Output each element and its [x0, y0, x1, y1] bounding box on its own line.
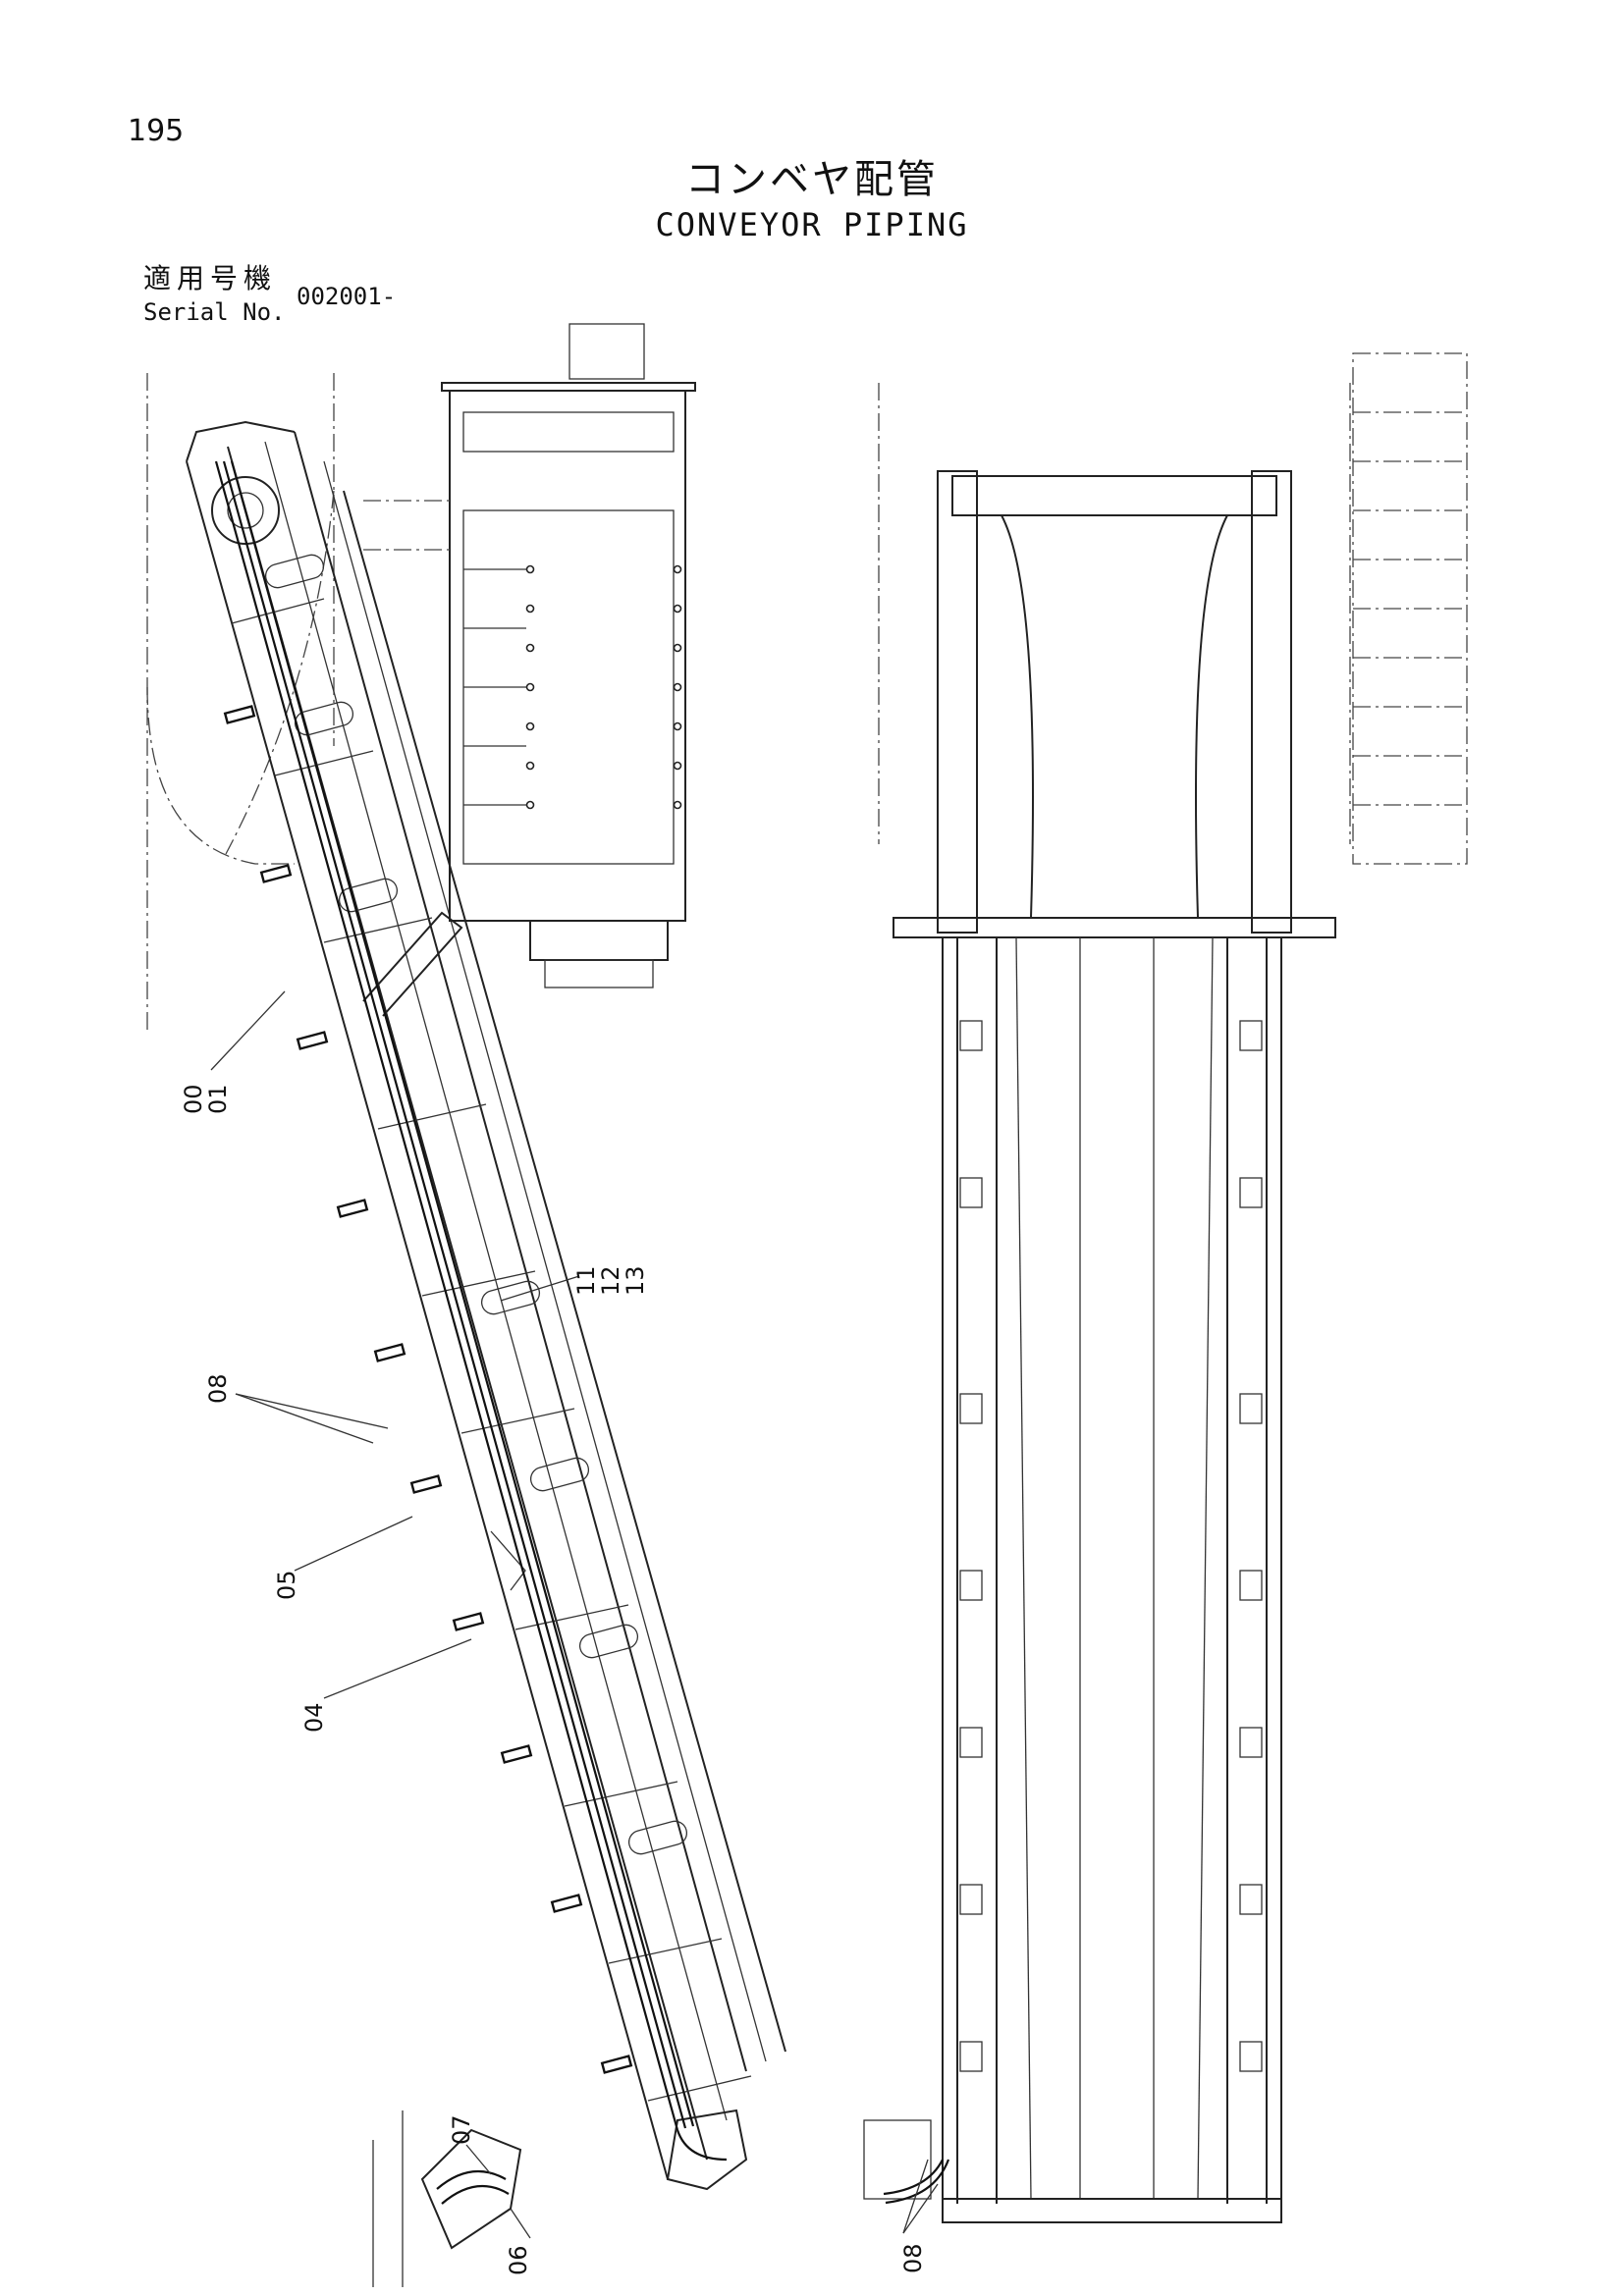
callout-labels: 00 01 11 12 13 08 05 04 07 06 08 — [180, 990, 939, 2275]
plan-view-holes — [525, 564, 682, 810]
callout-01: 01 — [204, 1084, 232, 1114]
side-view-pipes — [214, 460, 728, 2162]
callout-08-left: 08 — [204, 1373, 232, 1404]
callout-11: 11 — [572, 1265, 600, 1296]
callout-05: 05 — [273, 1570, 300, 1600]
callout-12: 12 — [597, 1265, 624, 1296]
callout-06: 06 — [505, 2245, 532, 2275]
front-view-conveyor — [863, 352, 1468, 2223]
side-view-idlers — [264, 554, 688, 1855]
plan-view-block — [363, 323, 696, 988]
callout-04: 04 — [300, 1702, 328, 1733]
side-view-conveyor — [146, 373, 786, 2191]
page-number: 195 — [128, 114, 185, 148]
side-view-cross-members — [231, 598, 752, 2102]
serial-label-english: Serial No. — [143, 298, 286, 326]
page-title-japanese: コンベヤ配管 — [685, 157, 939, 202]
callout-13: 13 — [622, 1265, 649, 1296]
serial-label-japanese: 適用号機 — [143, 262, 278, 294]
front-view-brackets — [959, 1020, 1263, 2072]
detail-06-07 — [372, 2110, 522, 2287]
page-title-english: CONVEYOR PIPING — [655, 206, 969, 243]
callout-00: 00 — [180, 1084, 207, 1114]
callout-07: 07 — [448, 2114, 475, 2145]
callout-08-right: 08 — [899, 2243, 927, 2273]
serial-number-value: 002001- — [297, 283, 397, 310]
side-view-pipe-clamps — [223, 705, 633, 2074]
